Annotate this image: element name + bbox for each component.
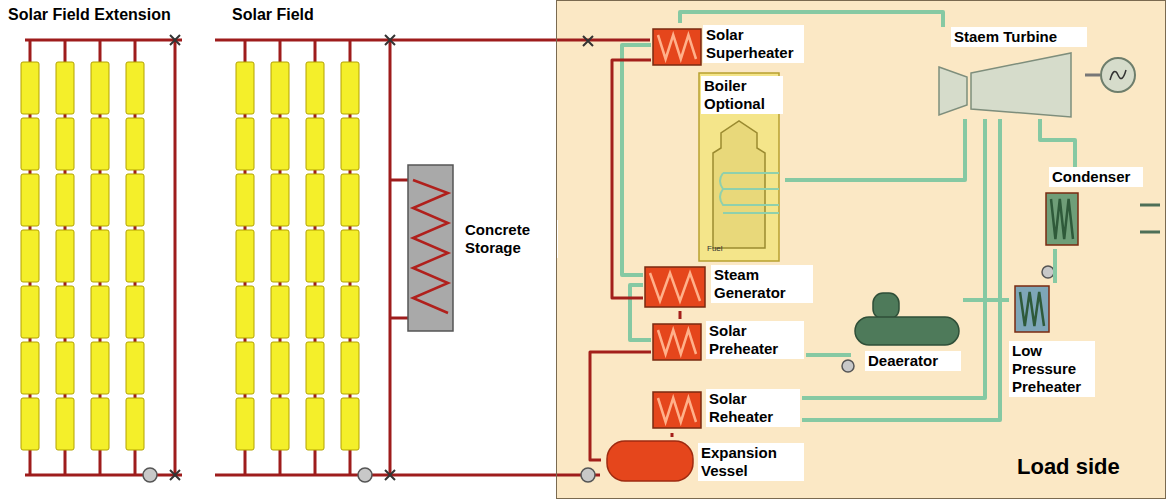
pump-symbols xyxy=(143,266,1054,482)
heat-exchanger: Solar Reheater xyxy=(651,387,802,433)
collector-modules xyxy=(21,62,359,450)
component-label: Steam Generator xyxy=(711,265,813,303)
condenser: Condenser xyxy=(1041,167,1145,249)
component-label: Solar Preheater xyxy=(706,321,804,359)
heat-exchanger: Solar Superheater xyxy=(651,23,823,71)
component-label: Boiler Optional xyxy=(701,76,783,114)
water-steam-pipe xyxy=(802,119,985,398)
field-title: Solar Field Extension xyxy=(8,6,171,24)
water-steam-pipe xyxy=(806,353,851,357)
component-label: Condenser xyxy=(1049,167,1143,187)
water-steam-pipe xyxy=(1053,249,1057,283)
field-title: Solar Field xyxy=(232,6,314,24)
component-label: Deaerator xyxy=(865,351,961,371)
oil-pipe xyxy=(679,311,682,319)
heat-exchanger: Steam Generator xyxy=(643,263,815,311)
generator-symbol xyxy=(1085,58,1135,92)
steam-turbine: Staem Turbine xyxy=(931,27,1091,119)
water-steam-pipe xyxy=(622,45,651,275)
component-label: Solar Superheater xyxy=(703,25,804,63)
water-steam-pipe xyxy=(802,119,1000,420)
valve-symbols xyxy=(170,35,593,480)
expansion-vessel: Expansion Vessel xyxy=(601,437,806,493)
region-title: Load side xyxy=(1014,453,1123,481)
component-label: Low Pressure Preheater xyxy=(1009,341,1095,397)
component-label: Staem Turbine xyxy=(951,27,1087,47)
fuel-note: Fuel xyxy=(707,244,723,253)
water-steam-pipe xyxy=(785,119,965,180)
heat-exchanger: Solar Preheater xyxy=(651,319,806,365)
cooling-water-lines xyxy=(1140,205,1160,232)
deaerator-tank: Deaerator xyxy=(851,289,963,377)
component-label: Solar Reheater xyxy=(706,389,800,427)
oil-pipe xyxy=(671,433,674,437)
load-side-panel: Load side Solar Superheater Staem TurbineB… xyxy=(556,0,1166,499)
component-label: Concrete Storage xyxy=(462,220,558,258)
boiler: Boiler Optional xyxy=(699,73,785,261)
load-side-ground xyxy=(556,0,1166,499)
heat-exchanger: Low Pressure Preheater xyxy=(1009,283,1109,413)
oil-pipe xyxy=(612,60,651,298)
water-steam-pipe xyxy=(963,298,1009,302)
component-label: Expansion Vessel xyxy=(698,443,804,481)
water-steam-pipe xyxy=(1040,119,1075,167)
storage-tank: Concrete Storage xyxy=(405,163,560,333)
